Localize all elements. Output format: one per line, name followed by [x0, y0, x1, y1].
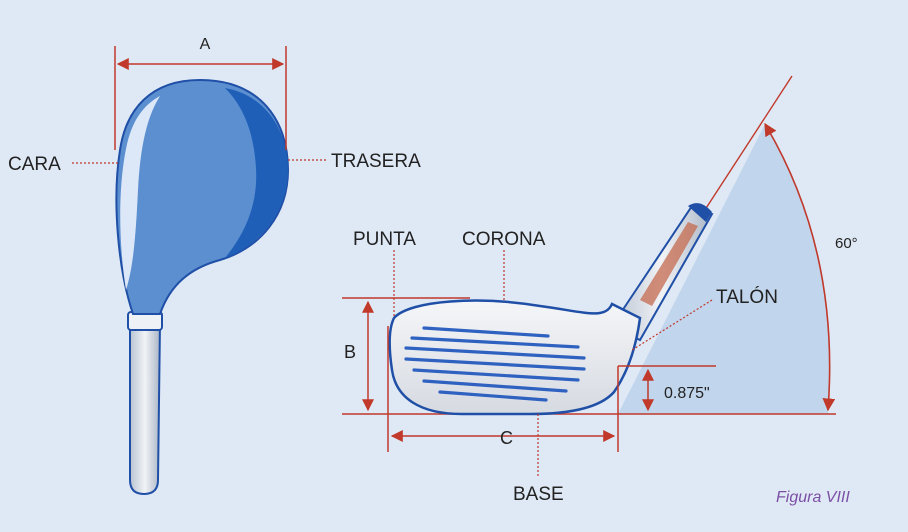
dimension-a — [114, 46, 287, 150]
label-dim-b: B — [344, 342, 356, 362]
shaft-left — [129, 321, 162, 496]
label-base: BASE — [513, 484, 564, 505]
label-angle: 60° — [835, 235, 858, 252]
label-dim-a: A — [200, 36, 211, 53]
label-cara: CARA — [8, 154, 61, 175]
club-top-view — [115, 78, 290, 496]
label-height: 0.875" — [664, 385, 710, 402]
label-talon: TALÓN — [716, 286, 778, 308]
label-corona: CORONA — [462, 229, 546, 250]
dimension-c — [387, 326, 619, 452]
dimension-height — [618, 365, 716, 412]
label-punta: PUNTA — [353, 229, 416, 250]
label-dim-c: C — [500, 428, 513, 448]
figure-caption: Figura VIII — [776, 489, 850, 506]
dimension-b — [342, 297, 470, 412]
label-trasera: TRASERA — [331, 151, 421, 172]
face-highlight — [120, 96, 160, 290]
face-grooves — [404, 326, 586, 402]
angle-arc — [764, 122, 836, 412]
club-head-back — [225, 88, 288, 258]
club-head-top — [115, 78, 290, 315]
